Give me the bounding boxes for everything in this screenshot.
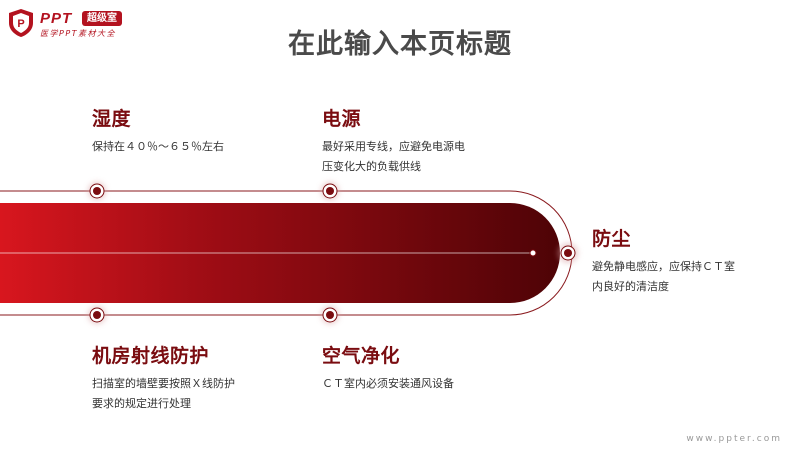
logo-ppt-text: PPT (40, 10, 73, 27)
item-air-title: 空气净化 (322, 345, 401, 367)
item-dust: 防尘 避免静电感应，应保持ＣＴ室 内良好的清洁度 (592, 224, 782, 297)
node-dust (558, 243, 578, 263)
item-air-desc: ＣＴ室内必须安装通风设备 (322, 377, 454, 390)
item-power-title: 电源 (322, 108, 362, 130)
item-air: 空气净化 ＣＴ室内必须安装通风设备 (322, 341, 522, 394)
item-radiation-desc-line1: 扫描室的墙壁要按照Ｘ线防护 (92, 377, 235, 390)
item-humidity-desc: 保持在４０％～６５％左右 (92, 140, 224, 153)
node-air (321, 306, 339, 324)
item-power-desc-line1: 最好采用专线，应避免电源电 (322, 140, 465, 153)
node-power (321, 182, 339, 200)
item-humidity: 湿度 保持在４０％～６５％左右 (92, 104, 292, 157)
logo-subtitle: 医学PPT素材大全 (40, 29, 117, 38)
item-power-desc-line2: 压变化大的负载供线 (322, 160, 421, 173)
item-power: 电源 最好采用专线，应避免电源电 压变化大的负载供线 (322, 104, 502, 177)
logo-badge: 超级室 (82, 11, 122, 26)
node-radiation (88, 306, 106, 324)
item-radiation-title: 机房射线防护 (92, 345, 210, 367)
item-dust-desc-line1: 避免静电感应，应保持ＣＴ室 (592, 260, 735, 273)
item-radiation-desc-line2: 要求的规定进行处理 (92, 397, 191, 410)
item-humidity-title: 湿度 (92, 108, 132, 130)
center-line-end (529, 249, 537, 257)
item-dust-desc-line2: 内良好的清洁度 (592, 280, 669, 293)
page-title: 在此输入本页标题 (288, 29, 512, 60)
item-radiation: 机房射线防护 扫描室的墙壁要按照Ｘ线防护 要求的规定进行处理 (92, 341, 282, 414)
footer-url: www.ppter.com (686, 434, 782, 444)
node-humidity (88, 182, 106, 200)
shield-logo-icon: P (9, 9, 33, 37)
item-dust-title: 防尘 (592, 228, 632, 250)
logo: P PPT 超级室 医学PPT素材大全 (8, 8, 158, 42)
svg-text:P: P (17, 18, 24, 30)
